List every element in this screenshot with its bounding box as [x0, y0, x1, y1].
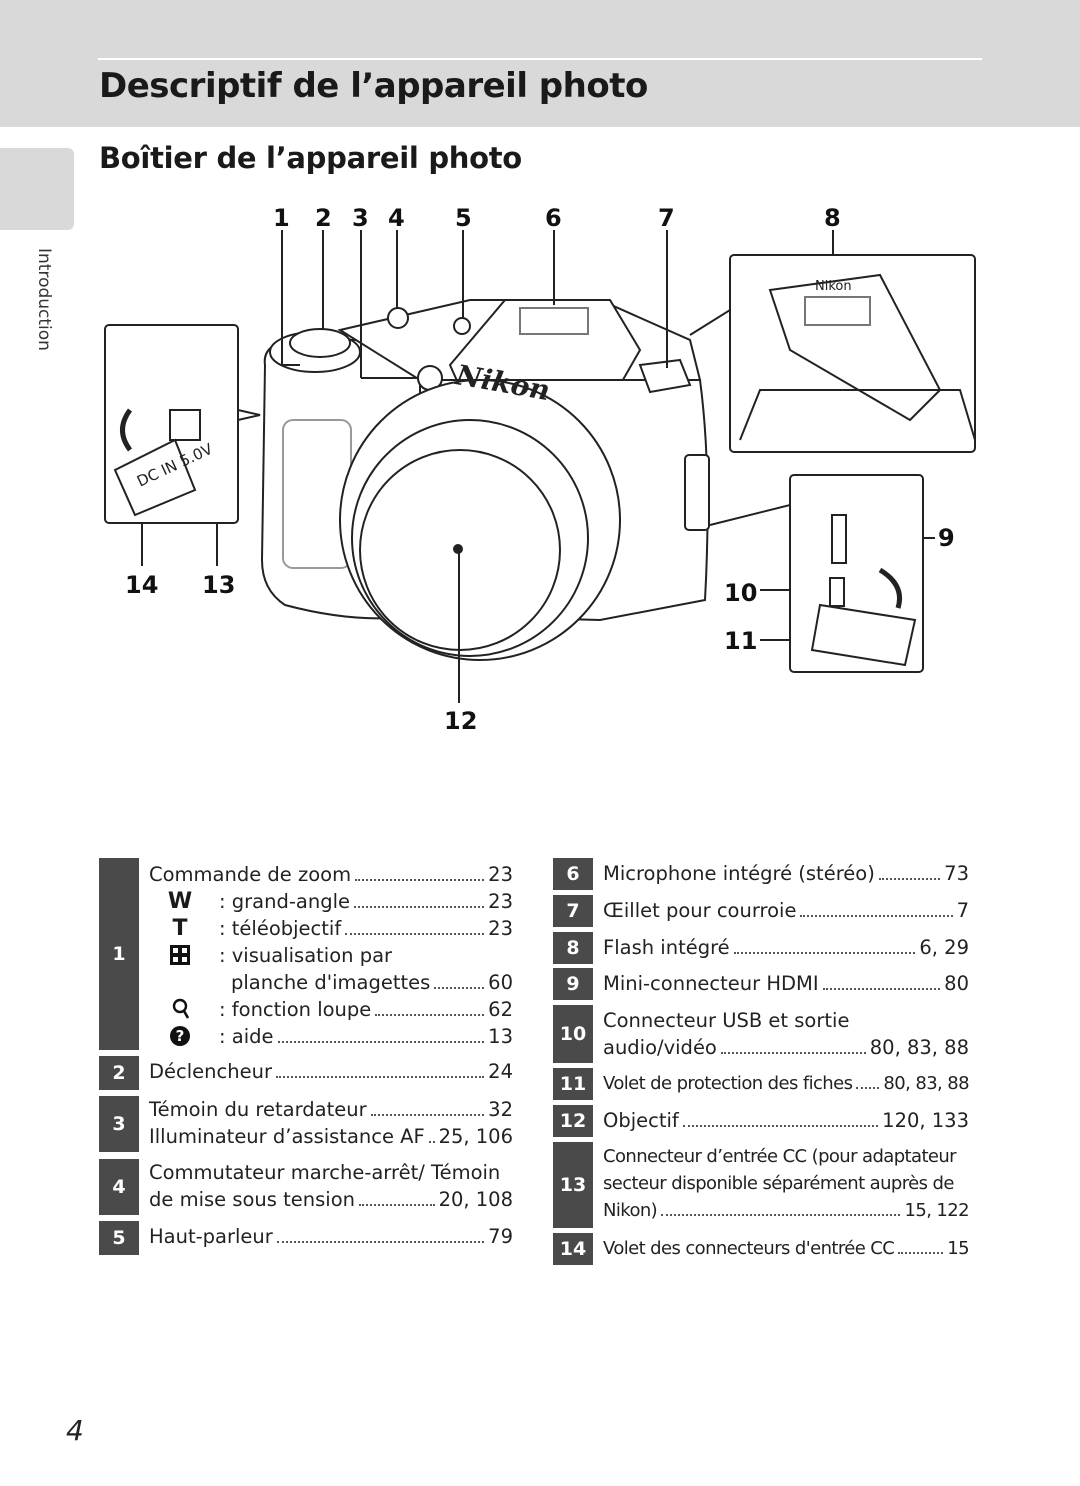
list-item: : visualisation par	[219, 944, 393, 967]
row-number: 10	[553, 1005, 593, 1063]
callout-14: 14	[125, 571, 158, 599]
ports-inset-pointer	[709, 503, 791, 535]
wide-angle-symbol: W	[167, 889, 193, 914]
magnifier-icon	[172, 998, 190, 1019]
shutter-button	[289, 328, 351, 358]
row-number: 14	[553, 1233, 593, 1265]
dc-in-arrow	[120, 408, 133, 452]
row-number: 1	[99, 858, 139, 1050]
callout-2: 2	[315, 204, 332, 232]
svg-text:?: ?	[176, 1027, 185, 1045]
dc-in-socket	[169, 409, 201, 441]
camera-body-diagram: DC IN 5.0V Nikon Nikon 1 2 3 4 5 6 7 8 9…	[104, 204, 976, 735]
callout-3: 3	[352, 204, 369, 232]
row-number: 13	[553, 1142, 593, 1228]
thumbnail-grid-icon	[170, 945, 190, 965]
row-number: 11	[553, 1068, 593, 1100]
callout-5: 5	[455, 204, 472, 232]
section-title: Boîtier de l’appareil photo	[99, 141, 522, 175]
hot-shoe	[519, 307, 589, 335]
flash-window	[804, 296, 871, 326]
callout-13: 13	[202, 571, 235, 599]
lens-center	[453, 544, 463, 554]
header-band	[0, 0, 1080, 127]
page-title: Descriptif de l’appareil photo	[99, 66, 648, 106]
row-number: 2	[99, 1056, 139, 1090]
speaker	[453, 317, 471, 335]
callout-9: 9	[938, 524, 955, 552]
callout-8: 8	[824, 204, 841, 232]
list-item: Nikon)15, 122	[603, 1200, 970, 1221]
row-number: 5	[99, 1221, 139, 1255]
help-icon: ?	[170, 1026, 190, 1046]
list-item: Connecteur d’entrée CC (pour adaptateur	[603, 1146, 957, 1167]
row-number: 8	[553, 932, 593, 964]
callout-6: 6	[545, 204, 562, 232]
list-item: Commutateur marche-arrêt/ Témoin	[149, 1161, 501, 1184]
power-button	[387, 307, 409, 329]
row-number: 12	[553, 1105, 593, 1137]
row-number: 7	[553, 895, 593, 927]
parts-table-right: 6 Microphone intégré (stéréo)73 7 Œillet…	[553, 858, 973, 1268]
row-number: 9	[553, 968, 593, 1000]
callout-7: 7	[658, 204, 675, 232]
list-item: Connecteur USB et sortie	[603, 1009, 850, 1032]
dc-in-pointer	[237, 409, 261, 421]
list-item: secteur disponible séparément auprès de	[603, 1173, 954, 1194]
chapter-tab-label: Introduction	[34, 248, 54, 351]
ports-cover	[810, 603, 917, 667]
row-number: 4	[99, 1159, 139, 1215]
row-number: 3	[99, 1096, 139, 1152]
header-rule	[98, 58, 982, 60]
flash-head	[768, 273, 942, 422]
usb-av-port	[829, 577, 845, 607]
callout-4: 4	[388, 204, 405, 232]
callout-11: 11	[724, 627, 757, 655]
side-port-door	[684, 454, 710, 531]
callout-12: 12	[444, 707, 477, 735]
row-number: 6	[553, 858, 593, 890]
hdmi-port	[831, 514, 847, 564]
dc-in-cover	[113, 438, 197, 517]
flash-brand-text: Nikon	[815, 279, 852, 294]
strap-eyelet	[638, 358, 692, 394]
chapter-tab	[0, 148, 74, 230]
page-number: 4	[66, 1414, 84, 1447]
list-item: Microphone intégré (stéréo)73	[603, 862, 969, 885]
flash-inset-pointer	[689, 308, 731, 360]
callout-numbers: 1 2 3 4 5 6 7 8 9 10 11 12 13 14	[125, 204, 955, 735]
flash-body-line	[739, 389, 976, 441]
callout-10: 10	[724, 579, 757, 607]
ports-arrow	[878, 567, 902, 609]
callout-1: 1	[273, 204, 290, 232]
telephoto-symbol: T	[172, 916, 188, 941]
